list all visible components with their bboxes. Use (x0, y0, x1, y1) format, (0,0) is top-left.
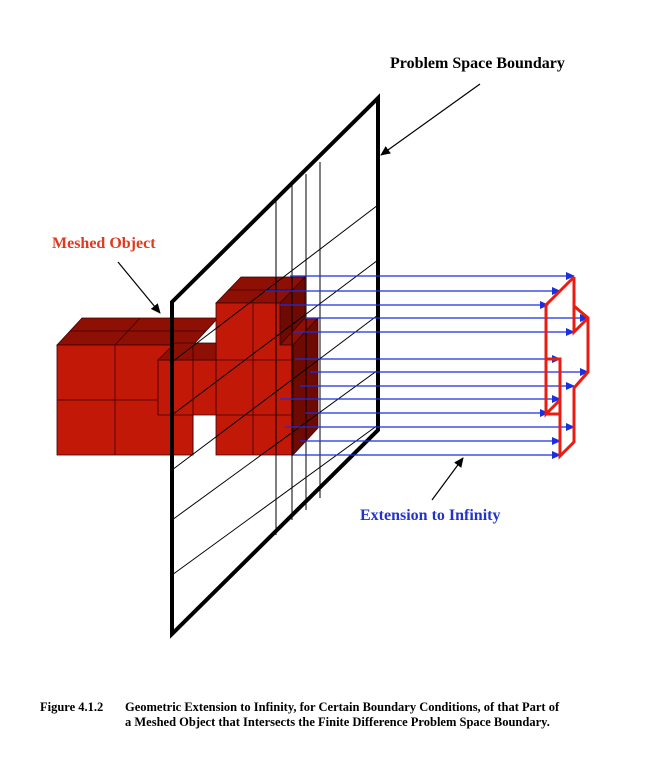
problem-space-boundary-frame (170, 93, 380, 639)
boundary-pointer-arrow (380, 83, 481, 156)
extension-to-infinity-label: Extension to Infinity (360, 507, 500, 524)
extended-profile-outline (544, 275, 590, 460)
caption-line-2: a Meshed Object that Intersects the Fini… (125, 715, 550, 729)
figure-caption: Figure 4.1.2 Geometric Extension to Infin… (40, 700, 640, 730)
problem-space-boundary-label: Problem Space Boundary (390, 55, 565, 72)
extended-profile-inner (546, 400, 562, 416)
extended-profile-inner (572, 306, 590, 336)
extension-arrows (265, 272, 589, 459)
meshed-object-label: Meshed Object (52, 235, 156, 252)
extension-pointer-arrow (431, 457, 464, 501)
extended-profile-inner (546, 357, 562, 400)
boundary-grid (171, 162, 379, 576)
boundary-extension-diagram: Problem Space Boundary Meshed Object Ext… (52, 55, 590, 639)
figure-number: Figure 4.1.2 (40, 700, 104, 714)
caption-line-1: Geometric Extension to Infinity, for Cer… (125, 700, 560, 714)
meshed-object-pointer-arrow (117, 261, 161, 314)
